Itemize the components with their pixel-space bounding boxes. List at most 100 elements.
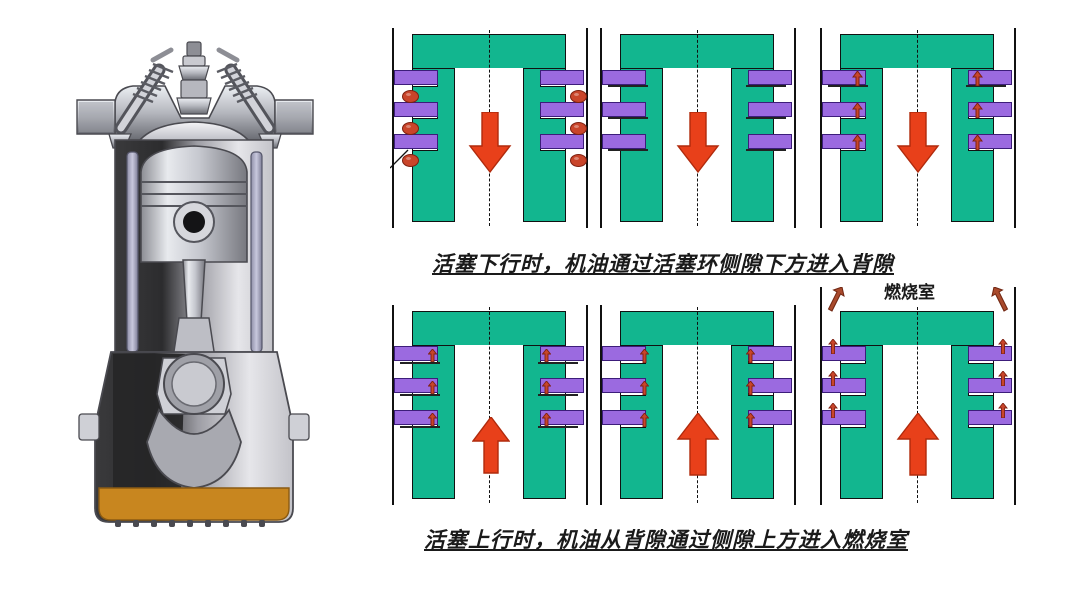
connecting-rod: [172, 259, 216, 359]
piston-centerline: [489, 307, 490, 503]
panel-1-2: [598, 28, 798, 228]
oil-flow-line: [400, 426, 440, 428]
piston-motion-arrow-up: [676, 411, 720, 482]
piston-ring: [602, 70, 646, 85]
oil-back-clearance-arrow: [541, 380, 552, 399]
row-1-caption: 活塞下行时，机油通过活塞环侧隙下方进入背隙: [432, 253, 894, 276]
piston-ring: [540, 346, 584, 361]
panel-2-1: [390, 305, 590, 505]
oil-back-clearance-arrow: [427, 348, 438, 367]
oil-back-clearance-arrow: [427, 380, 438, 399]
oil-back-clearance-arrow: [852, 134, 863, 155]
piston-motion-arrow-down: [468, 111, 512, 179]
oil-to-chamber-arrow-left: [826, 286, 846, 318]
piston-centerline: [697, 307, 698, 503]
crankshaft: [146, 353, 242, 489]
piston-ring: [968, 378, 1012, 393]
oil-flow-line: [608, 85, 648, 87]
oil-flow-line: [400, 362, 440, 364]
oil-flow-line: [746, 117, 786, 119]
oil-back-clearance-arrow: [972, 134, 983, 155]
piston-ring: [540, 378, 584, 393]
piston-ring: [968, 346, 1012, 361]
piston-motion-arrow-up: [896, 411, 940, 482]
oil-back-clearance-arrow: [745, 348, 756, 368]
oil-droplet: [570, 154, 587, 167]
oil-flow-line: [538, 362, 578, 364]
oil-escape-arrow: [998, 338, 1008, 359]
piston-ring: [602, 102, 646, 117]
oil-flow-line: [608, 117, 648, 119]
piston-motion-arrow-down: [896, 111, 940, 179]
piston-motion-arrow-down: [676, 111, 720, 179]
oil-back-clearance-arrow: [427, 412, 438, 431]
oil-back-clearance-arrow: [745, 380, 756, 400]
oil-flow-line: [828, 85, 868, 87]
oil-flow-line: [400, 394, 440, 396]
oil-back-clearance-arrow: [745, 412, 756, 432]
oil-flow-line: [966, 85, 1006, 87]
cylinder-wall-left: [820, 287, 822, 505]
oil-flow-line: [538, 426, 578, 428]
oil-escape-arrow: [828, 402, 838, 423]
cylinder-wall-left: [820, 28, 822, 228]
piston-ring: [394, 410, 438, 425]
cylinder-wall-left: [392, 28, 394, 228]
piston-ring: [394, 102, 438, 117]
cylinder-wall-right: [794, 28, 796, 228]
cylinder-wall-left: [600, 28, 602, 228]
combustion-chamber-label: 燃烧室: [884, 283, 935, 302]
row-2-caption: 活塞上行时，机油从背隙通过侧隙上方进入燃烧室: [424, 529, 908, 552]
panel-2-2: [598, 305, 798, 505]
oil-back-clearance-arrow: [541, 412, 552, 431]
piston-motion-arrow-up: [471, 415, 511, 480]
piston-ring: [540, 70, 584, 85]
piston-ring: [748, 102, 792, 117]
oil-escape-arrow: [998, 402, 1008, 423]
oil-back-clearance-arrow: [639, 380, 650, 400]
oil-back-clearance-arrow: [541, 348, 552, 367]
piston-ring: [394, 134, 438, 149]
oil-back-clearance-arrow: [852, 70, 863, 91]
piston-ring: [540, 410, 584, 425]
oil-back-clearance-arrow: [972, 102, 983, 123]
oil-droplet: [402, 122, 419, 135]
cylinder-wall-right: [586, 28, 588, 228]
oil-back-clearance-arrow: [972, 70, 983, 91]
piston-centerline: [917, 307, 918, 503]
piston-ring: [968, 410, 1012, 425]
piston-ring: [394, 70, 438, 85]
oil-droplet: [570, 90, 587, 103]
cylinder-wall-right: [1014, 287, 1016, 505]
spark-plug: [176, 41, 212, 115]
oil-escape-arrow: [828, 338, 838, 359]
cylinder-wall-left: [600, 305, 602, 505]
engine-cutaway-illustration: [55, 22, 335, 552]
piston: [140, 145, 248, 263]
oil-escape-arrow: [828, 370, 838, 391]
piston-ring: [602, 134, 646, 149]
oil-droplet: [570, 122, 587, 135]
piston-ring: [394, 378, 438, 393]
cylinder-wall-right: [794, 305, 796, 505]
cylinder-head: [76, 85, 314, 141]
cylinder-wall-right: [586, 305, 588, 505]
oil-flow-line: [608, 149, 648, 151]
piston-ring: [748, 134, 792, 149]
oil-droplet: [402, 90, 419, 103]
piston-ring: [748, 70, 792, 85]
oil-to-chamber-arrow-right: [990, 286, 1010, 318]
panel-1-3: [818, 28, 1018, 228]
oil-escape-arrow: [998, 370, 1008, 391]
cylinder-wall-right: [1014, 28, 1016, 228]
cylinder-wall-left: [392, 305, 394, 505]
piston-ring: [540, 134, 584, 149]
oil-back-clearance-arrow: [639, 412, 650, 432]
panel-1-1: [390, 28, 590, 228]
oil-flow-line: [746, 85, 786, 87]
leader-line: [390, 149, 409, 169]
oil-back-clearance-arrow: [639, 348, 650, 368]
oil-pan: [98, 487, 290, 527]
oil-droplet: [402, 154, 419, 167]
